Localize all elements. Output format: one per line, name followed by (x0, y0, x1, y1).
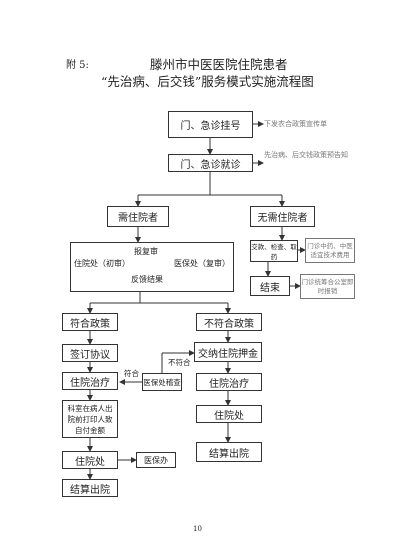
page-number: 10 (193, 525, 202, 533)
compliant-label: 符合 (124, 369, 139, 378)
insurance-office-label: 医保处（复审） (174, 259, 230, 268)
page-title-line2: “先治病、后交钱”服务模式实施流程图 (101, 74, 314, 89)
end-box: 结束 (250, 276, 290, 296)
insurance-handle-box: 医保办 (136, 452, 176, 468)
page-title-line1: 滕州市中医医院住院患者 (150, 57, 288, 72)
insurance-review-box: 医保处稽查 (142, 373, 182, 391)
outpatient-pooling-box: 门诊统筹合公室即时报销 (300, 274, 355, 299)
exam-lab-meds-box: 交款、检查、取药 (250, 240, 298, 262)
outpatient-visit-box: 门、急诊就诊 (168, 154, 253, 172)
attachment-label: 附 5: (66, 60, 89, 71)
outpatient-register-box: 门、急诊挂号 (168, 111, 253, 138)
report-review-label: 报复审 (134, 247, 158, 256)
policy-ok-box: 符合政策 (62, 313, 118, 331)
settle-left-box: 结算出院 (62, 479, 118, 497)
settle-right-box: 结算出院 (196, 442, 262, 462)
rural-policy-flyer-note: 下发农合政策宣传单 (264, 120, 327, 128)
admission-office-label: 住院处（初审） (74, 259, 130, 268)
discharge-right-box: 住院处 (196, 405, 262, 423)
discharge-left-box: 住院处 (62, 451, 118, 469)
treat-first-notice: 先治病、后交钱政策预告知 (264, 151, 348, 159)
tcm-service-box: 门诊中药、中医适宜技术费用 (305, 238, 355, 263)
review-box (70, 242, 234, 292)
need-admission-box: 需住院者 (107, 206, 169, 227)
ward-print-box: 科室在病人出院前打印人致自付金额 (62, 400, 118, 438)
non-compliant-label: 不符合 (168, 358, 191, 367)
treatment-left-box: 住院治疗 (62, 372, 118, 390)
feedback-result-label: 反馈结果 (131, 275, 163, 284)
no-admission-box: 无需住院者 (250, 206, 315, 227)
policy-not-ok-box: 不符合政策 (196, 313, 262, 331)
sign-agreement-box: 签订协议 (62, 344, 118, 362)
treatment-right-box: 住院治疗 (196, 373, 262, 391)
pay-deposit-box: 交纳住院押金 (194, 342, 262, 362)
